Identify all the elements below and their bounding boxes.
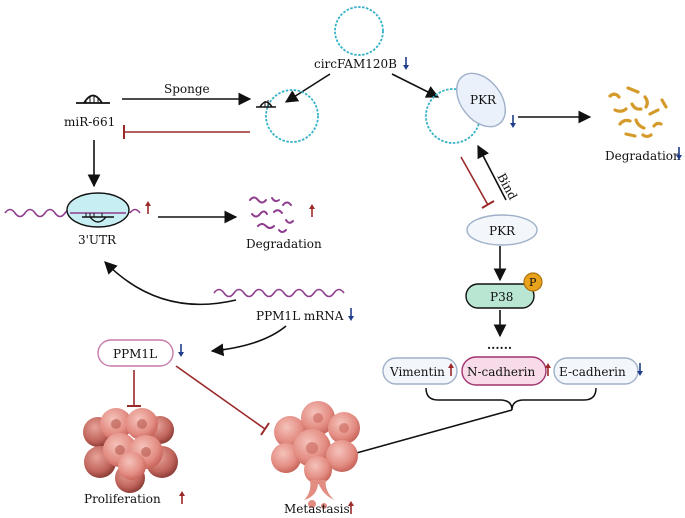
pkr-label: PKR bbox=[489, 224, 516, 238]
ncadherin-label: N-cadherin bbox=[467, 365, 536, 379]
degradation-mrna-up-arrow bbox=[308, 203, 316, 218]
degradation-pkr-label: Degradation bbox=[605, 149, 681, 163]
ppm1l-label: PPM1L bbox=[113, 347, 157, 361]
circrna-mirna-complex-icon bbox=[256, 89, 319, 143]
p38-label: P38 bbox=[490, 290, 513, 304]
vimentin-label: Vimentin bbox=[389, 365, 445, 379]
pkr-complex-down-arrow bbox=[509, 114, 517, 129]
circfam120b-down-arrow bbox=[402, 56, 410, 71]
ncadherin-node bbox=[461, 356, 547, 386]
metastasis-label: Metastasis bbox=[284, 502, 350, 516]
proliferation-label: Proliferation bbox=[84, 492, 161, 506]
pkr-complex-label: PKR bbox=[470, 93, 497, 107]
pkr-node bbox=[466, 214, 538, 246]
ecadherin-label: E-cadherin bbox=[559, 365, 626, 379]
inhibit-ppm1l-to-metastasis bbox=[175, 365, 270, 436]
arrow-emt-to-metastasis bbox=[340, 409, 513, 461]
degradation-mrna-label: Degradation bbox=[246, 237, 322, 251]
utr-up-arrow bbox=[144, 200, 152, 215]
degraded-protein-icon bbox=[608, 86, 668, 139]
utr-label: 3'UTR bbox=[78, 233, 117, 247]
proliferating-tumor-icon bbox=[83, 408, 178, 493]
pathway-ellipsis: ...... bbox=[487, 338, 512, 352]
circrna-pkr-complex-icon bbox=[425, 72, 506, 144]
p38-node bbox=[465, 283, 535, 309]
phosphate-badge-icon: P bbox=[523, 272, 543, 292]
emt-brace bbox=[425, 387, 597, 411]
inhibit-ppm1l-to-proliferation bbox=[127, 370, 141, 407]
arrow-circ-to-pkr-complex bbox=[391, 73, 440, 98]
vimentin-node bbox=[382, 357, 458, 385]
metastatic-tumor-icon bbox=[271, 401, 360, 509]
inhibit-complex-to-pkr bbox=[460, 156, 495, 209]
circrna-icon bbox=[334, 6, 384, 56]
ppm1l-node bbox=[97, 339, 174, 367]
arrow-circ-to-sponge bbox=[284, 73, 331, 103]
mrna-utr-icon bbox=[4, 192, 141, 228]
proliferation-up-arrow bbox=[178, 490, 186, 505]
mir661-label: miR-661 bbox=[64, 115, 115, 129]
ppm1l-down-arrow bbox=[177, 343, 185, 358]
degraded-mrna-icon bbox=[249, 196, 294, 233]
ppm1l-mrna-label: PPM1L mRNA bbox=[256, 309, 344, 323]
mirna-hairpin-icon bbox=[76, 94, 110, 104]
ppm1l-mrna-icon bbox=[213, 288, 345, 298]
sponge-edge-label: Sponge bbox=[164, 82, 210, 96]
circfam120b-label: circFAM120B bbox=[314, 57, 397, 71]
ppm1l-mrna-down-arrow bbox=[347, 307, 355, 322]
inhibit-circ-to-mir661 bbox=[123, 125, 250, 139]
arrow-mrna-to-ppm1l bbox=[210, 325, 287, 357]
arrow-bind bbox=[477, 144, 507, 201]
svg-text:P: P bbox=[529, 276, 537, 289]
arrow-mrna-to-utr bbox=[104, 261, 237, 306]
